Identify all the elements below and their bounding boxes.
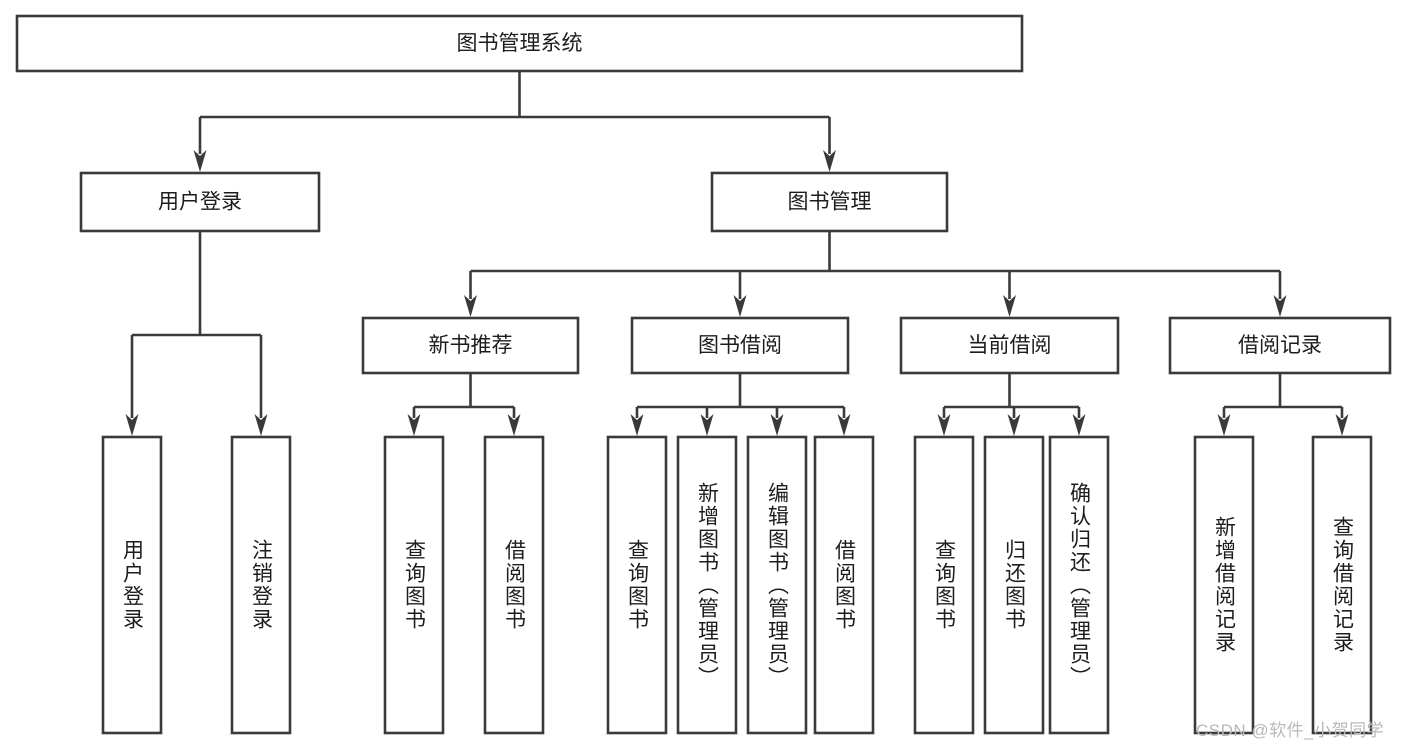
connector-group-bookmgmt	[464, 231, 1287, 317]
arrow-head-icon	[407, 414, 421, 436]
connector-group-newbook	[407, 373, 521, 436]
node-box-leaf1[interactable]	[101, 435, 163, 735]
arrow-head-icon	[464, 295, 477, 317]
node-box-leaf12[interactable]	[1193, 435, 1255, 735]
arrow-head-icon	[507, 414, 521, 436]
arrow-head-icon	[937, 414, 951, 436]
node-box-leaf8[interactable]	[813, 435, 875, 735]
node-label-record: 借阅记录	[1238, 334, 1322, 357]
arrow-head-icon	[193, 150, 207, 172]
node-box-record[interactable]	[1168, 316, 1392, 375]
connector-group-current	[937, 373, 1086, 436]
node-box-leaf9[interactable]	[913, 435, 975, 735]
arrow-head-icon	[700, 414, 714, 436]
connector-group-borrow	[630, 373, 851, 436]
arrow-head-icon	[823, 150, 836, 172]
node-box-newbook[interactable]	[361, 316, 580, 375]
connector-group-login	[125, 231, 268, 436]
node-box-bookmgmt[interactable]	[710, 171, 949, 233]
arrow-head-icon	[1335, 414, 1349, 436]
arrow-head-icon	[1072, 414, 1086, 436]
node-label-login: 用户登录	[158, 191, 242, 214]
connector-layer	[125, 71, 1349, 436]
arrow-head-icon	[125, 414, 139, 436]
node-box-layer	[15, 14, 1392, 735]
node-label-root: 图书管理系统	[457, 32, 583, 55]
node-box-leaf10[interactable]	[983, 435, 1045, 735]
arrow-head-icon	[1217, 414, 1231, 436]
node-box-login[interactable]	[79, 171, 321, 233]
arrow-head-icon	[837, 414, 851, 436]
node-box-root[interactable]	[15, 14, 1024, 73]
arrow-head-icon	[733, 295, 747, 317]
arrow-head-icon	[770, 414, 784, 436]
node-box-leaf2[interactable]	[230, 435, 292, 735]
node-box-borrow[interactable]	[630, 316, 850, 375]
node-label-borrow: 图书借阅	[698, 334, 782, 357]
connector-group-record	[1217, 373, 1349, 436]
node-label-newbook: 新书推荐	[429, 334, 513, 357]
node-box-leaf5[interactable]	[606, 435, 668, 735]
node-box-leaf3[interactable]	[383, 435, 445, 735]
node-box-leaf13[interactable]	[1311, 435, 1373, 735]
csdn-watermark: CSDN @软件_小贺同学	[1196, 721, 1385, 740]
arrow-head-icon	[630, 414, 644, 436]
node-box-leaf7[interactable]	[746, 435, 808, 735]
arrow-head-icon	[1273, 295, 1287, 317]
node-box-leaf11[interactable]	[1048, 435, 1110, 735]
arrow-head-icon	[254, 414, 268, 436]
node-box-leaf4[interactable]	[483, 435, 545, 735]
arrow-head-icon	[1003, 295, 1016, 317]
connector-group-root	[193, 71, 836, 172]
node-box-current[interactable]	[899, 316, 1120, 375]
node-label-bookmgmt: 图书管理	[788, 191, 872, 214]
node-label-current: 当前借阅	[968, 334, 1052, 357]
node-box-leaf6[interactable]	[676, 435, 738, 735]
arrow-head-icon	[1007, 414, 1021, 436]
